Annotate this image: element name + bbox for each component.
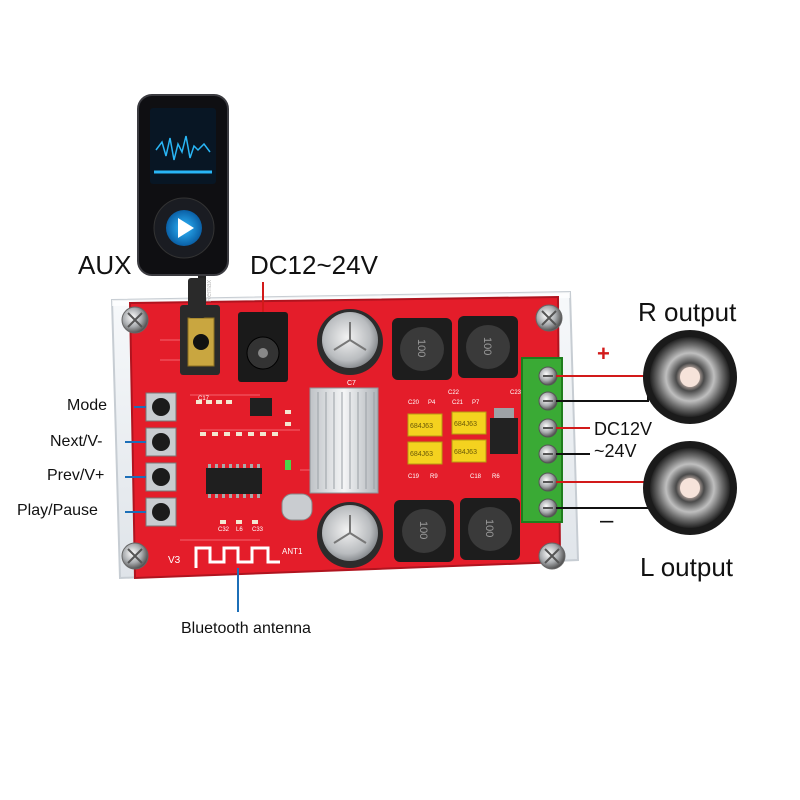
screw-terminal-block bbox=[521, 357, 563, 523]
l-output-label: L output bbox=[640, 552, 734, 582]
silk-c33: C33 bbox=[252, 527, 264, 533]
film-cap-label-4: 684J63 bbox=[454, 449, 477, 456]
aux-jack bbox=[180, 305, 220, 375]
silkscreen-labels: C20 P4 C21 P7 C22 C23 C19 C18 R9 C32 L6 … bbox=[198, 390, 522, 533]
small-transistor bbox=[250, 398, 272, 416]
corner-screws bbox=[121, 304, 566, 570]
tactile-button-next bbox=[145, 427, 177, 457]
bluetooth-antenna-label: Bluetooth antenna bbox=[181, 620, 311, 637]
dc-terminal-label-line1: DC12V bbox=[594, 419, 653, 439]
pcb-antenna-trace bbox=[194, 546, 280, 568]
minus-sign-label: – bbox=[600, 507, 614, 534]
silk-c17: C17 bbox=[198, 396, 210, 402]
tactile-button-play bbox=[145, 497, 177, 527]
antenna-silkscreen: ANT1 bbox=[282, 547, 303, 556]
silk-c20: C20 bbox=[408, 400, 420, 406]
dc-terminal-label-line2: ~24V bbox=[594, 441, 637, 461]
play-pause-button-label: Play/Pause bbox=[17, 502, 98, 519]
pcb-version-label: V3 bbox=[168, 555, 181, 566]
prev-button-label: Prev/V+ bbox=[47, 467, 105, 484]
silk-r9: R9 bbox=[430, 474, 438, 480]
silk-r6: R6 bbox=[492, 474, 500, 480]
plus-sign-label: + bbox=[597, 341, 610, 366]
cable-brand-label: Remax bbox=[206, 279, 213, 302]
inductors: 100 100 100 100 bbox=[392, 316, 520, 562]
aux-label: AUX bbox=[78, 250, 132, 280]
silk-p4: P4 bbox=[428, 400, 436, 406]
mode-button-label: Mode bbox=[67, 397, 108, 414]
mp3-player-icon: Remax bbox=[137, 94, 229, 318]
dc-input-label: DC12~24V bbox=[250, 250, 378, 280]
silk-c22: C22 bbox=[448, 390, 460, 396]
smd-components bbox=[196, 400, 291, 524]
capacitor-label: C7 bbox=[347, 380, 356, 387]
capacitor-top: C7 bbox=[317, 309, 383, 387]
silk-l6: L6 bbox=[236, 527, 243, 533]
film-cap-label-1: 684J63 bbox=[410, 423, 433, 430]
next-button-label: Next/V- bbox=[50, 433, 103, 450]
heat-sink bbox=[309, 387, 379, 494]
inductor-label-4: 100 bbox=[483, 519, 495, 537]
capacitor-bottom bbox=[317, 502, 383, 568]
silk-p7: P7 bbox=[472, 400, 480, 406]
r-output-label: R output bbox=[638, 297, 737, 327]
film-cap-label-3: 684J63 bbox=[410, 451, 433, 458]
tactile-button-prev bbox=[145, 462, 177, 492]
dc-power-jack bbox=[238, 312, 288, 382]
silk-c23: C23 bbox=[510, 390, 522, 396]
crystal-oscillator bbox=[281, 493, 313, 521]
inductor-label-1: 100 bbox=[415, 339, 427, 357]
silk-c32: C32 bbox=[218, 527, 230, 533]
silk-c19: C19 bbox=[408, 474, 420, 480]
speaker-left-icon bbox=[643, 441, 737, 535]
leader-lines bbox=[125, 282, 264, 612]
inductor-label-3: 100 bbox=[417, 521, 429, 539]
speaker-right-icon bbox=[643, 330, 737, 424]
green-led bbox=[285, 460, 291, 470]
tactile-button-mode bbox=[145, 392, 177, 422]
film-cap-label-2: 684J63 bbox=[454, 421, 477, 428]
film-capacitors: 684J63 684J63 684J63 684J63 bbox=[407, 411, 487, 465]
silk-c21: C21 bbox=[452, 400, 464, 406]
bluetooth-ic bbox=[206, 464, 262, 498]
regulator-chip bbox=[490, 408, 518, 454]
silk-c18: C18 bbox=[470, 474, 482, 480]
inductor-label-2: 100 bbox=[481, 337, 493, 355]
